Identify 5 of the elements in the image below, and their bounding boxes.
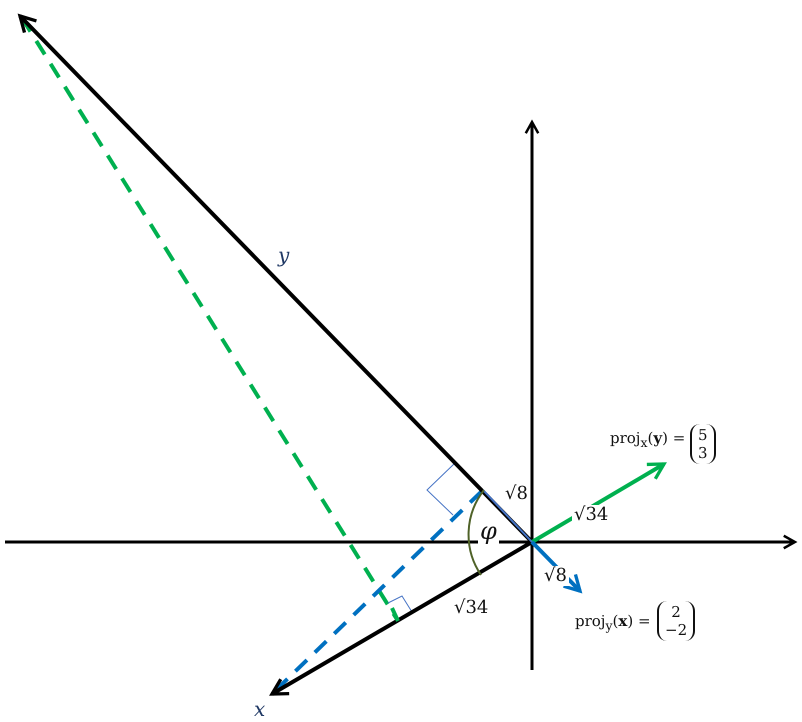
- vector-entry: 3: [698, 444, 708, 462]
- vector-entry: 5: [698, 426, 708, 444]
- vector-entry: 2: [671, 603, 681, 621]
- math-label: √8: [542, 566, 569, 586]
- vector-entry: −2: [665, 621, 688, 639]
